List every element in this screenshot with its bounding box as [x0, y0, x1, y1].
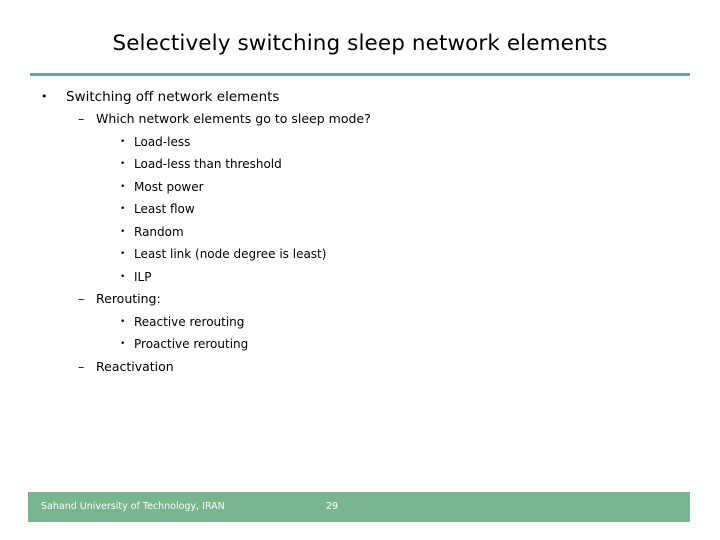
bullet-item: • Random — [0, 221, 720, 244]
bullet-marker-icon: • — [120, 249, 126, 259]
bullet-text: Rerouting: — [96, 291, 161, 306]
title-divider-rule — [30, 73, 690, 76]
bullet-marker-icon: • — [120, 339, 126, 349]
bullet-marker-icon: • — [41, 90, 48, 103]
page-title: Selectively switching sleep network elem… — [112, 31, 608, 56]
bullet-text: Proactive rerouting — [134, 337, 249, 351]
bullet-item: • Proactive rerouting — [0, 333, 720, 356]
bullet-marker-icon: • — [120, 271, 126, 282]
bullet-item: • Least flow — [0, 198, 720, 221]
bullet-item: • Least link (node degree is least) — [0, 243, 720, 266]
bullet-text: Reactive rerouting — [134, 314, 245, 329]
bullet-text: Which network elements go to sleep mode? — [96, 111, 371, 126]
bullet-text: Switching off network elements — [66, 89, 280, 105]
bullet-text: Random — [134, 224, 184, 239]
bullet-item: • Load-less than threshold — [0, 153, 720, 176]
bullet-text: Reactivation — [96, 358, 174, 374]
bullet-item: • Switching off network elements — [0, 86, 720, 108]
bullet-item: –Rerouting: — [0, 288, 720, 311]
bullet-text: Load-less — [134, 134, 191, 149]
bullet-text: Least link (node degree is least) — [134, 247, 327, 261]
bullet-marker-icon: • — [120, 226, 126, 237]
bullet-marker-icon: – — [78, 291, 85, 306]
bullet-item: –Which network elements go to sleep mode… — [0, 108, 720, 131]
footer-bar: Sahand University of Technology, IRAN 29 — [28, 492, 690, 522]
footer-organization: Sahand University of Technology, IRAN — [41, 501, 225, 512]
bullet-text: Load-less than threshold — [134, 157, 282, 171]
bullet-list: •Switching off network elements–Which ne… — [0, 86, 720, 378]
bullet-item: • ILP — [0, 266, 720, 289]
bullet-marker-icon: – — [78, 358, 85, 374]
bullet-marker-icon: • — [120, 181, 126, 192]
bullet-text: ILP — [134, 269, 152, 284]
bullet-item: –Reactivation — [0, 356, 720, 379]
bullet-marker-icon: – — [78, 111, 85, 126]
bullet-marker-icon: • — [120, 316, 126, 327]
bullet-item: • Most power — [0, 176, 720, 199]
bullet-item: • Load-less — [0, 131, 720, 154]
bullet-marker-icon: • — [120, 204, 126, 214]
footer-page-number: 29 — [325, 501, 339, 512]
bullet-marker-icon: • — [120, 159, 126, 169]
bullet-text: Least flow — [134, 202, 195, 216]
bullet-text: Most power — [134, 179, 204, 194]
bullet-marker-icon: • — [120, 136, 126, 147]
bullet-item: • Reactive rerouting — [0, 311, 720, 334]
